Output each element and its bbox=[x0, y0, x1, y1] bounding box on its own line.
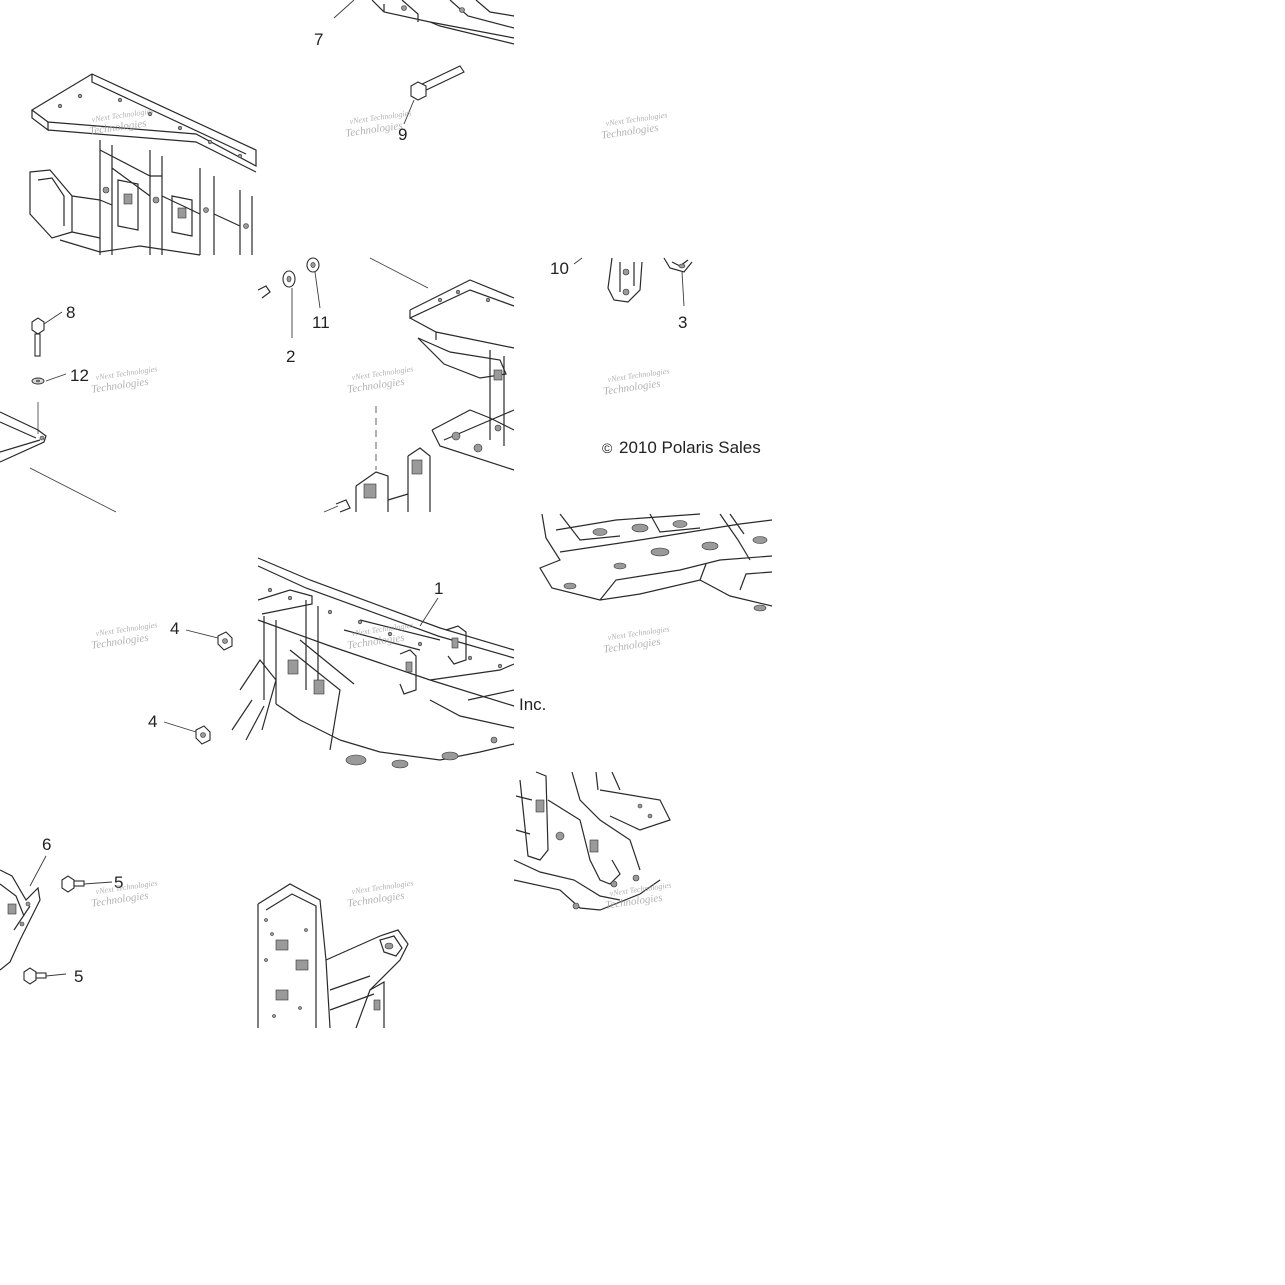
bolt-8-icon bbox=[31, 311, 63, 357]
leader-5-lower bbox=[45, 973, 67, 977]
watermark: vNext Technologies Technologies bbox=[346, 878, 413, 909]
floor-pan-drawing bbox=[539, 513, 773, 612]
main-frame-1-drawing bbox=[231, 557, 515, 769]
callout-6: 6 bbox=[42, 835, 51, 854]
frame-rear-section-drawing bbox=[29, 73, 257, 256]
callout-9: 9 bbox=[398, 125, 407, 144]
copyright-notice: © 2010 Polaris Sales Inc. bbox=[519, 438, 761, 714]
callout-5-upper: 5 bbox=[114, 873, 123, 892]
bolt-5-upper-icon bbox=[61, 875, 113, 893]
front-frame-lower-drawing bbox=[257, 883, 409, 1029]
callout-10: 10 bbox=[550, 259, 569, 278]
watermark: vNext Technologies Technologies bbox=[346, 364, 413, 395]
bracket-10-drawing bbox=[573, 257, 643, 303]
nut-4-lower-icon bbox=[163, 721, 211, 745]
leader-8 bbox=[43, 311, 63, 325]
copyright-line-2: Inc. bbox=[519, 695, 546, 714]
washer-12-icon bbox=[31, 373, 67, 385]
frame-side-rail-drawing bbox=[0, 402, 117, 513]
callout-5-lower: 5 bbox=[74, 967, 83, 986]
washer-2-icon bbox=[282, 270, 296, 338]
clip-fragment-icon bbox=[257, 285, 271, 299]
leader-6 bbox=[29, 855, 47, 887]
leader-5-upper bbox=[83, 881, 113, 885]
callout-11: 11 bbox=[312, 313, 330, 332]
watermark-layer: vNext Technologies Technologies vNext Te… bbox=[88, 106, 671, 911]
watermark: vNext Technologies Technologies bbox=[88, 106, 153, 137]
callout-3: 3 bbox=[678, 313, 687, 332]
bracket-6-drawing bbox=[0, 855, 47, 971]
copyright-line-1: 2010 Polaris Sales bbox=[619, 438, 761, 457]
leader-9 bbox=[403, 99, 415, 125]
callout-8: 8 bbox=[66, 303, 75, 322]
leader-4-upper bbox=[185, 629, 219, 639]
watermark: vNext Technologies Technologies bbox=[600, 110, 667, 141]
leader-3 bbox=[681, 271, 685, 307]
nut-11-icon bbox=[306, 257, 321, 309]
leader-1 bbox=[419, 597, 439, 627]
bolt-5-lower-icon bbox=[23, 967, 67, 985]
bolt-9-icon bbox=[403, 65, 465, 125]
callout-12: 12 bbox=[70, 366, 89, 385]
watermark: vNext Technologies Technologies bbox=[602, 366, 669, 397]
leader-11 bbox=[314, 271, 321, 309]
callout-4-upper: 4 bbox=[170, 619, 179, 638]
frame-crossmember-drawing bbox=[333, 0, 515, 45]
callout-labels: 7 9 8 12 2 11 10 3 1 4 4 6 5 5 bbox=[42, 30, 687, 986]
leader-7 bbox=[333, 0, 355, 19]
callout-4-lower: 4 bbox=[148, 712, 157, 731]
watermark: vNext Technologies Technologies bbox=[90, 620, 157, 651]
leader-10 bbox=[573, 257, 583, 265]
nut-4-upper-icon bbox=[185, 629, 233, 651]
leader-4-lower bbox=[163, 721, 197, 733]
callout-1: 1 bbox=[434, 579, 443, 598]
watermark: vNext Technologies Technologies bbox=[90, 364, 157, 395]
watermark: vNext Technologies Technologies bbox=[346, 620, 413, 651]
copyright-symbol: © bbox=[602, 440, 613, 456]
watermark: vNext Technologies Technologies bbox=[602, 624, 669, 655]
callout-7: 7 bbox=[314, 30, 323, 49]
callout-2: 2 bbox=[286, 347, 295, 366]
leader-12 bbox=[45, 373, 67, 382]
bracket-3-drawing bbox=[663, 257, 693, 307]
frame-front-section-drawing bbox=[323, 257, 515, 513]
mount-bracket-drawing bbox=[513, 771, 671, 911]
